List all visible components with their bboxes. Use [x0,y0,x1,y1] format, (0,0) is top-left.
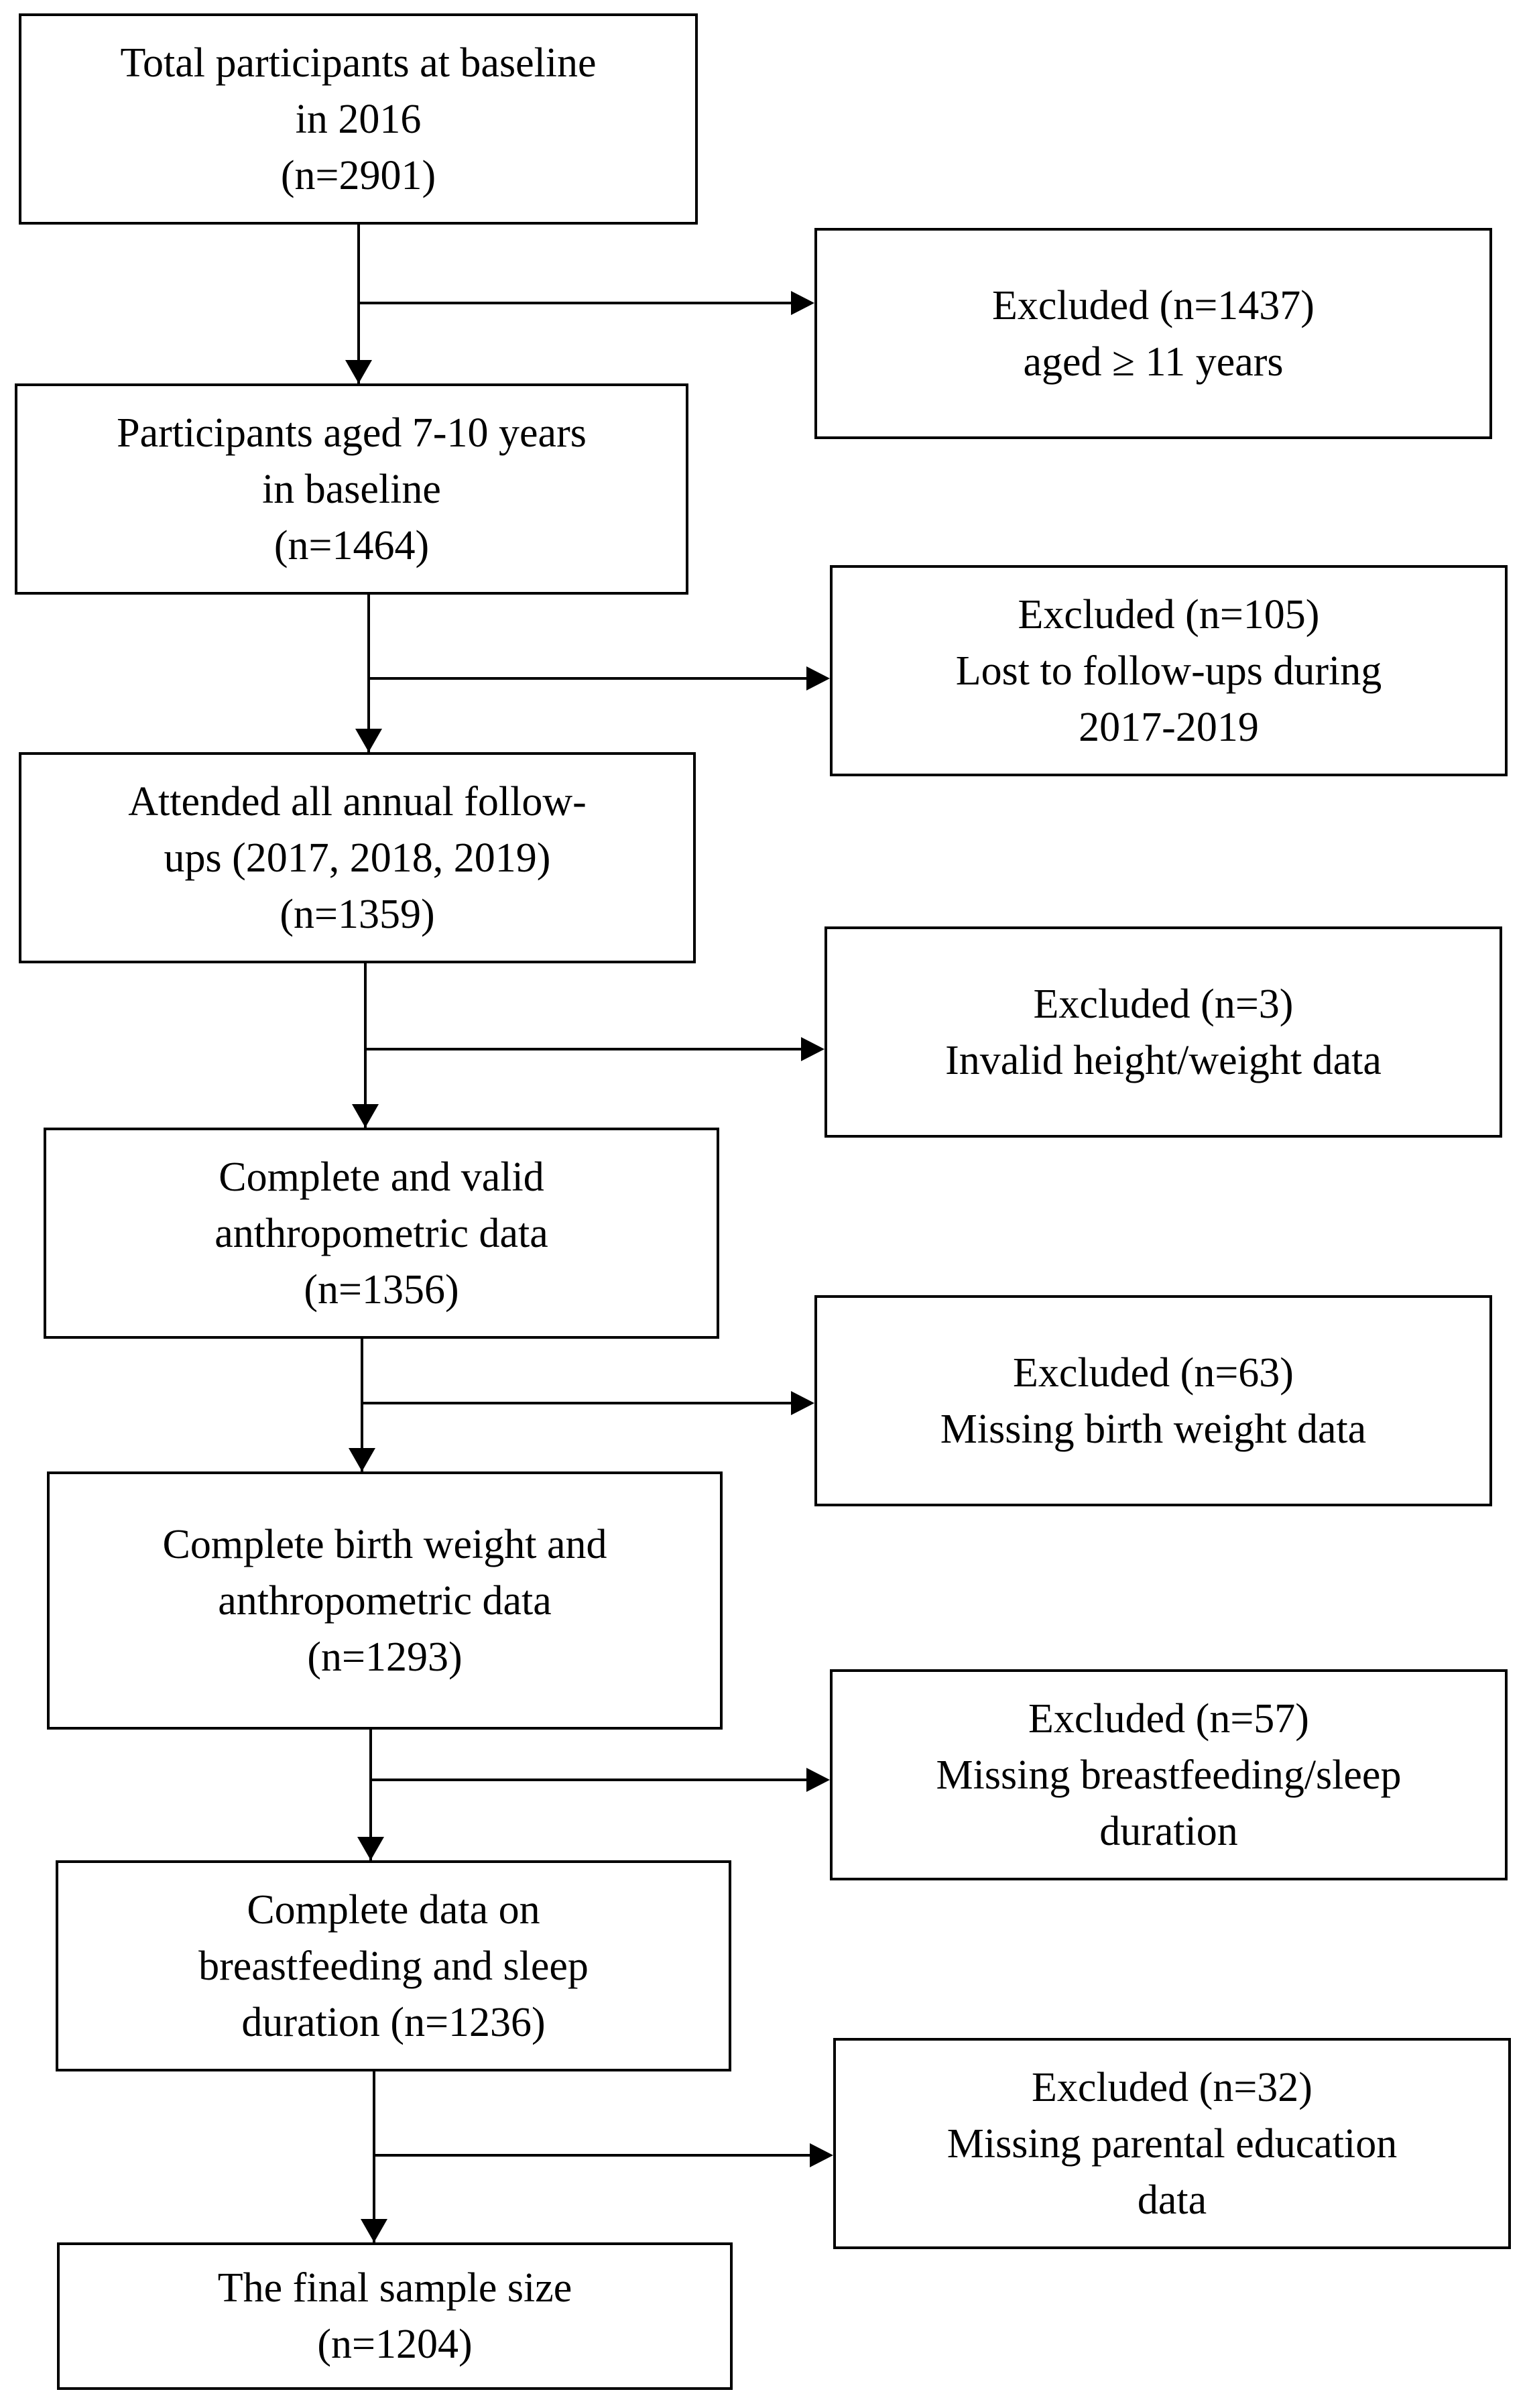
box-text-line: duration [1099,1808,1238,1854]
exclusion-box-invalid-height-weight: Excluded (n=3) Invalid height/weight dat… [824,926,1502,1138]
box-text-line: Complete birth weight and [162,1521,607,1567]
arrowhead-down-3 [355,729,382,752]
box-text-line: (n=1359) [280,891,435,937]
exclusion-box-missing-breastfeeding-sleep: Excluded (n=57) Missing breastfeeding/sl… [830,1669,1508,1880]
box-text-line: Attended all annual follow- [128,778,587,825]
exclusion-box-lost-followup: Excluded (n=105) Lost to follow-ups duri… [830,565,1508,776]
box-text-line: anthropometric data [215,1210,548,1256]
box-text-line: The final sample size [217,2265,572,2311]
box-text-line: Invalid height/weight data [945,1037,1382,1083]
box-text-line: Excluded (n=57) [1028,1695,1309,1742]
exclusion-box-missing-birth-weight: Excluded (n=63) Missing birth weight dat… [814,1295,1492,1506]
box-text-line: Excluded (n=32) [1032,2064,1312,2110]
arrowhead-down-6 [357,1837,384,1860]
box-text-line: anthropometric data [218,1577,552,1624]
arrowhead-right-4 [791,1391,814,1415]
arrowhead-right-2 [806,666,830,690]
box-text-line: Participants aged 7-10 years [117,410,587,456]
anthropometric-data-box: Complete and valid anthropometric data (… [44,1128,719,1339]
arrowhead-right-3 [801,1037,824,1061]
box-text-line: breastfeeding and sleep [198,1943,589,1989]
arrowhead-right-1 [791,291,814,315]
box-text-line: Missing breastfeeding/sleep [936,1752,1402,1798]
arrowhead-down-4 [352,1104,379,1128]
box-text-line: Lost to follow-ups during [955,648,1382,694]
box-text-line: in 2016 [295,96,422,142]
box-text-line: Excluded (n=1437) [992,282,1315,328]
arrowhead-down-2 [345,360,372,383]
box-text-line: Complete and valid [219,1154,544,1200]
box-text-line: (n=1204) [317,2322,473,2367]
exclusion-box-age: Excluded (n=1437) aged ≥ 11 years [814,228,1492,439]
aged-7-10-box: Participants aged 7-10 years in baseline… [15,383,688,595]
arrowhead-right-6 [810,2143,833,2167]
breastfeeding-sleep-box: Complete data on breastfeeding and sleep… [56,1860,731,2071]
box-text-line: duration (n=1236) [241,1999,546,2045]
box-text-line: (n=1464) [273,522,430,568]
box-text-line: in baseline [262,466,441,512]
box-text-line: ups (2017, 2018, 2019) [164,835,551,881]
box-text-line: Excluded (n=63) [1013,1349,1294,1396]
box-text-line: aged ≥ 11 years [1023,339,1284,385]
final-sample-box: The final sample size (n=1204) [57,2242,733,2390]
box-text-line: Excluded (n=105) [1018,591,1320,638]
box-text-line: Missing parental education [946,2120,1398,2167]
attended-followups-box: Attended all annual follow- ups (2017, 2… [19,752,696,963]
box-text-line: (n=1356) [304,1266,459,1313]
box-text-line: data [1137,2177,1207,2223]
box-text-line: (n=1293) [307,1634,463,1680]
baseline-participants-box: Total participants at baseline in 2016 (… [19,13,698,225]
box-text-line: 2017-2019 [1079,704,1259,750]
box-text-line: Total participants at baseline [120,40,597,86]
arrowhead-down-7 [361,2219,387,2242]
box-text-line: Complete data on [247,1886,540,1933]
box-text-line: Missing birth weight data [940,1406,1367,1452]
box-text-line: Excluded (n=3) [1033,981,1294,1027]
box-text-line: (n=2901) [280,152,436,198]
arrowhead-down-5 [349,1448,375,1471]
arrowhead-right-5 [806,1768,830,1792]
exclusion-box-missing-parental-education: Excluded (n=32) Missing parental educati… [833,2038,1511,2249]
birth-weight-box: Complete birth weight and anthropometric… [47,1471,723,1730]
